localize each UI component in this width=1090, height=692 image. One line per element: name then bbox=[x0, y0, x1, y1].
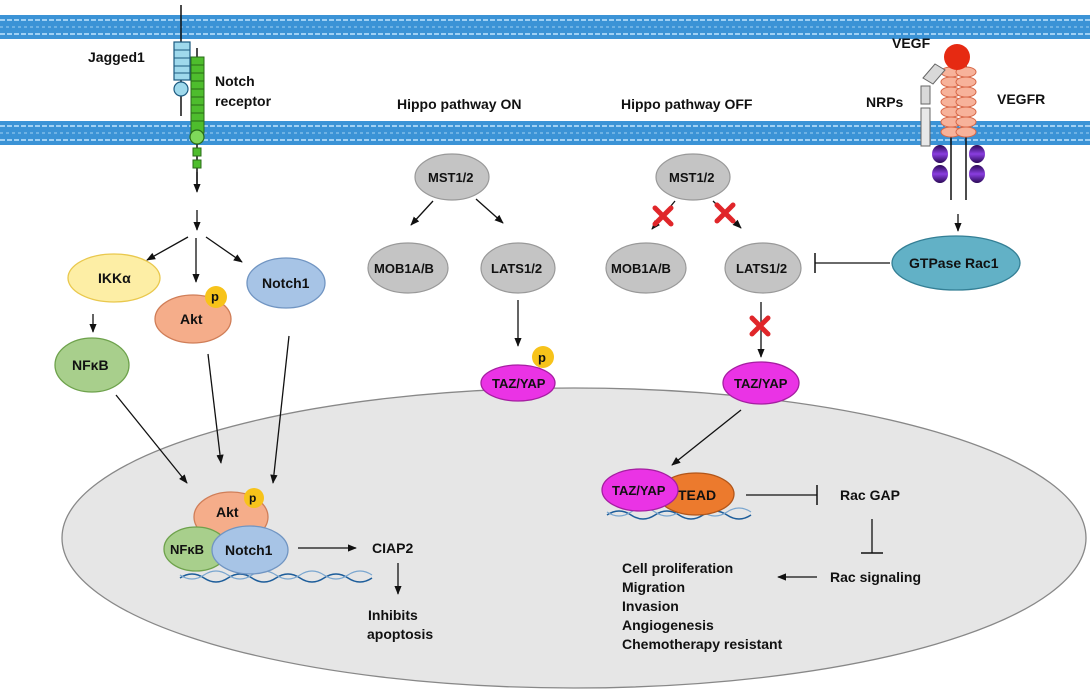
vegf-ligand bbox=[944, 44, 970, 70]
notch1-nucleus-label: Notch1 bbox=[225, 542, 273, 558]
notch1-cytoplasm-label: Notch1 bbox=[262, 275, 310, 291]
inhibit-tead-racgap bbox=[746, 485, 818, 505]
vegf-label: VEGF bbox=[892, 35, 931, 51]
node-notch1-nucleus bbox=[211, 525, 289, 575]
arrow-akt-nucleus bbox=[207, 353, 224, 464]
notch-receptor bbox=[189, 48, 205, 190]
nrps-label: NRPs bbox=[866, 94, 904, 110]
arrow-on-mst-mob bbox=[410, 200, 434, 226]
jagged1-label: Jagged1 bbox=[88, 49, 145, 65]
block-x-icon bbox=[749, 315, 771, 337]
block-x-icon bbox=[714, 202, 736, 224]
hippo-off-mst-label: MST1/2 bbox=[669, 170, 715, 185]
akt-nucleus-phospho-badge bbox=[244, 488, 264, 508]
inhibit-racgap-signaling bbox=[861, 519, 883, 554]
hippo-on-tazyap bbox=[480, 364, 556, 402]
nfkb-nucleus-label: NFκB bbox=[170, 542, 204, 557]
hippo-off-lats bbox=[724, 242, 802, 294]
arrow-taz-nucleus bbox=[671, 409, 742, 466]
dna-right bbox=[606, 510, 752, 520]
rac-gap-label: Rac GAP bbox=[840, 487, 900, 503]
arrow-to-notch1 bbox=[205, 236, 243, 263]
outcome-item: Invasion bbox=[622, 598, 679, 614]
hippo-on-mst-label: MST1/2 bbox=[428, 170, 474, 185]
block-x-icon bbox=[652, 205, 674, 227]
hippo-off-mst bbox=[655, 153, 731, 201]
hippo-on-lats-label: LATS1/2 bbox=[491, 261, 542, 276]
rac-signaling-label: Rac signaling bbox=[830, 569, 921, 585]
node-tazyap-nucleus bbox=[601, 468, 679, 512]
hippo-off-mob bbox=[605, 242, 687, 294]
tazyap-nucleus-label: TAZ/YAP bbox=[612, 483, 666, 498]
hippo-on-tazyap-label: TAZ/YAP bbox=[492, 376, 546, 391]
arrow-on-mst-lats bbox=[475, 198, 504, 224]
dna-left bbox=[179, 573, 373, 583]
ikka-label: IKKα bbox=[98, 270, 131, 286]
arrow-to-ikk bbox=[146, 236, 189, 261]
hippo-off-title: Hippo pathway OFF bbox=[621, 96, 753, 112]
inhibits-label-1: Inhibits bbox=[368, 607, 418, 623]
node-gtpase-rac1 bbox=[891, 235, 1021, 291]
akt-phospho-label: p bbox=[211, 289, 219, 304]
outcome-item: Migration bbox=[622, 579, 685, 595]
hippo-off-tazyap bbox=[722, 361, 800, 405]
hippo-on-mst bbox=[414, 153, 490, 201]
outcome-item: Cell proliferation bbox=[622, 560, 733, 576]
hippo-on-phospho-badge bbox=[532, 346, 554, 368]
nucleus bbox=[61, 387, 1087, 689]
hippo-off-mob-label: MOB1A/B bbox=[611, 261, 671, 276]
notch-receptor-label-2: receptor bbox=[215, 93, 272, 109]
hippo-on-phospho-label: p bbox=[538, 350, 546, 365]
hippo-off-tazyap-label: TAZ/YAP bbox=[734, 376, 788, 391]
outcome-item: Angiogenesis bbox=[622, 617, 714, 633]
notch-receptor-label-1: Notch bbox=[215, 73, 255, 89]
jagged1-ligand bbox=[173, 5, 191, 116]
nfkb-cytoplasm-label: NFκB bbox=[72, 357, 109, 373]
outcome-item: Chemotherapy resistant bbox=[622, 636, 783, 652]
vegfr-label: VEGFR bbox=[997, 91, 1045, 107]
node-notch1-cytoplasm bbox=[246, 257, 326, 309]
hippo-off-lats-label: LATS1/2 bbox=[736, 261, 787, 276]
hippo-on-mob-label: MOB1A/B bbox=[374, 261, 434, 276]
arrow-nfkb-nucleus bbox=[115, 394, 188, 484]
inhibit-gtpase-lats bbox=[814, 253, 890, 273]
hippo-on-title: Hippo pathway ON bbox=[397, 96, 521, 112]
hippo-on-mob bbox=[367, 242, 449, 294]
akt-nucleus-label: Akt bbox=[216, 504, 239, 520]
node-ikka bbox=[67, 253, 161, 303]
inhibits-label-2: apoptosis bbox=[367, 626, 433, 642]
nrp-coreceptor bbox=[920, 63, 946, 147]
membrane-middle bbox=[0, 121, 1090, 145]
akt-phospho-badge bbox=[205, 286, 227, 308]
dna-left-2 bbox=[179, 570, 373, 580]
vegfr-receptor bbox=[932, 60, 985, 200]
akt-nucleus-phospho-label: p bbox=[249, 491, 256, 505]
arrow-notch1-nucleus bbox=[270, 335, 290, 484]
hippo-on-lats bbox=[480, 242, 556, 294]
node-nfkb-cytoplasm bbox=[54, 337, 130, 393]
tead-label: TEAD bbox=[678, 487, 716, 503]
gtpase-rac1-label: GTPase Rac1 bbox=[909, 255, 999, 271]
akt-cytoplasm-label: Akt bbox=[180, 311, 203, 327]
ciap2-label: CIAP2 bbox=[372, 540, 413, 556]
